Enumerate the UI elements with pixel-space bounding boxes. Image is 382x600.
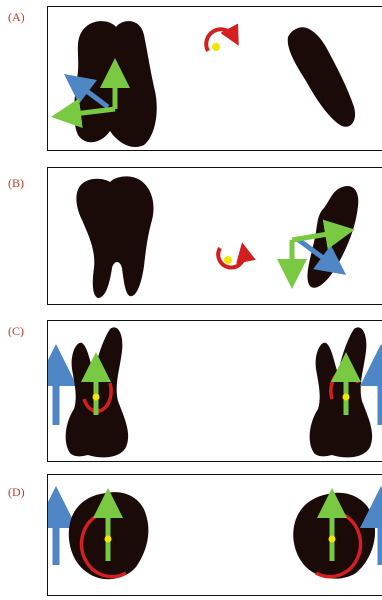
panel-d bbox=[47, 474, 382, 596]
center-point-left bbox=[93, 394, 100, 401]
center-point bbox=[212, 43, 220, 51]
center-point-right bbox=[343, 394, 350, 401]
panel-label-c: (C) bbox=[8, 324, 24, 339]
rotation-arrow bbox=[206, 29, 234, 51]
tooth-left bbox=[76, 176, 153, 298]
panel-c bbox=[47, 320, 382, 462]
center-point bbox=[224, 256, 232, 264]
panel-a bbox=[47, 6, 382, 151]
panel-d-illustration bbox=[48, 475, 382, 596]
center-point-right bbox=[329, 536, 336, 543]
center-point-left bbox=[105, 536, 112, 543]
tooth-right bbox=[288, 27, 355, 127]
tooth-right bbox=[310, 327, 372, 457]
panel-b bbox=[47, 167, 382, 305]
panel-b-illustration bbox=[48, 168, 382, 305]
panel-label-b: (B) bbox=[8, 176, 24, 191]
panel-label-a: (A) bbox=[8, 10, 25, 25]
panel-c-illustration bbox=[48, 321, 382, 462]
panel-a-illustration bbox=[48, 7, 382, 151]
panel-label-d: (D) bbox=[8, 485, 25, 500]
